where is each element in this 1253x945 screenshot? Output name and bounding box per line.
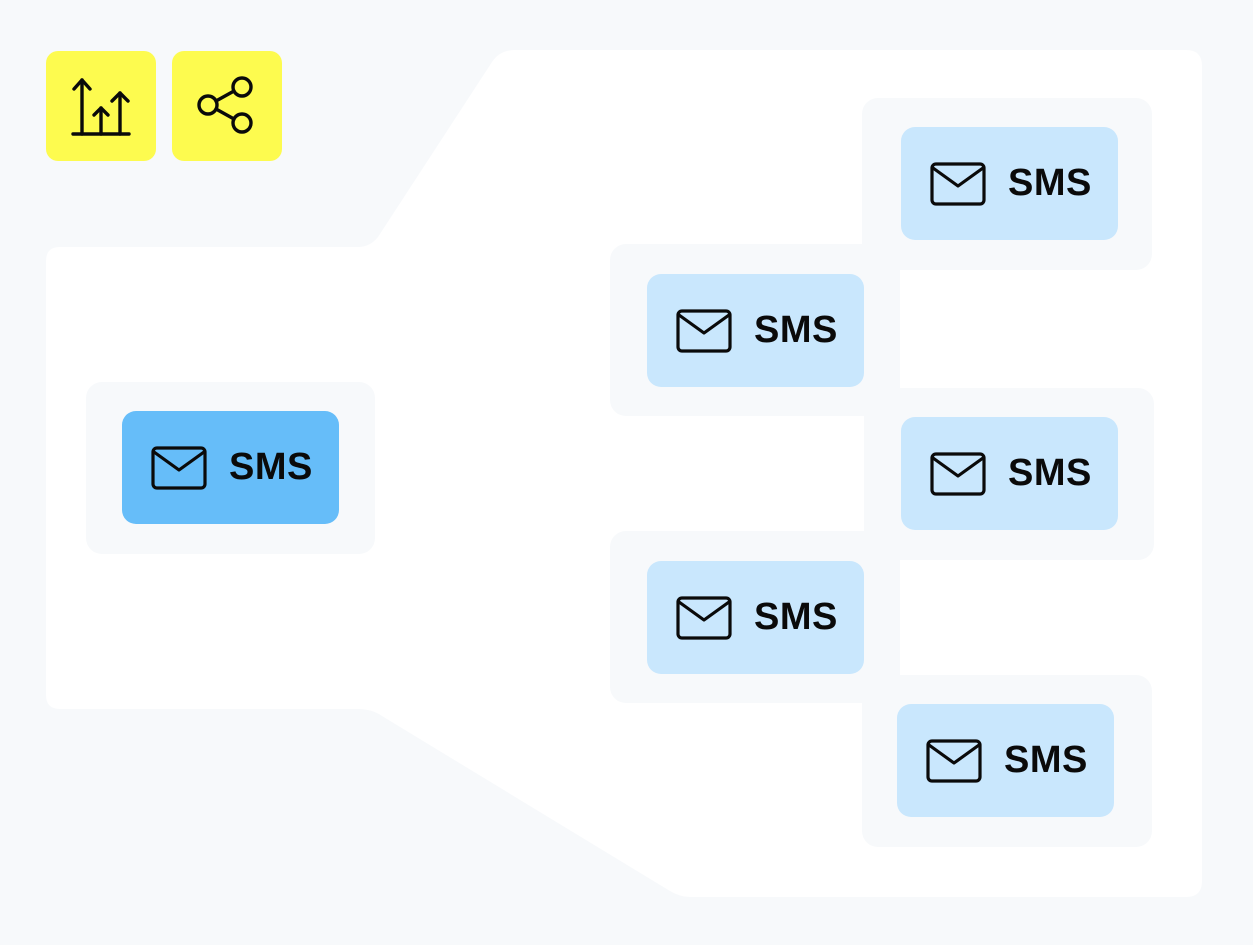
envelope-icon (930, 451, 986, 496)
sms-label: SMS (1008, 162, 1092, 204)
share-button[interactable] (172, 51, 282, 161)
envelope-icon (676, 595, 732, 640)
sms-label: SMS (754, 309, 838, 351)
envelope-icon (151, 445, 207, 490)
source-sms-node[interactable]: SMS (122, 411, 339, 524)
target-sms-node-1[interactable]: SMS (901, 127, 1118, 240)
sms-label: SMS (1004, 739, 1088, 781)
sms-label: SMS (1008, 452, 1092, 494)
analytics-button[interactable] (46, 51, 156, 161)
envelope-icon (926, 738, 982, 783)
target-sms-node-4[interactable]: SMS (647, 561, 864, 674)
envelope-icon (930, 161, 986, 206)
sms-label: SMS (229, 446, 313, 488)
share-icon (197, 76, 253, 134)
sms-label: SMS (754, 596, 838, 638)
target-sms-node-3[interactable]: SMS (901, 417, 1118, 530)
envelope-icon (676, 308, 732, 353)
target-sms-node-5[interactable]: SMS (897, 704, 1114, 817)
target-sms-node-2[interactable]: SMS (647, 274, 864, 387)
bar-chart-up-arrows-icon (71, 78, 131, 136)
